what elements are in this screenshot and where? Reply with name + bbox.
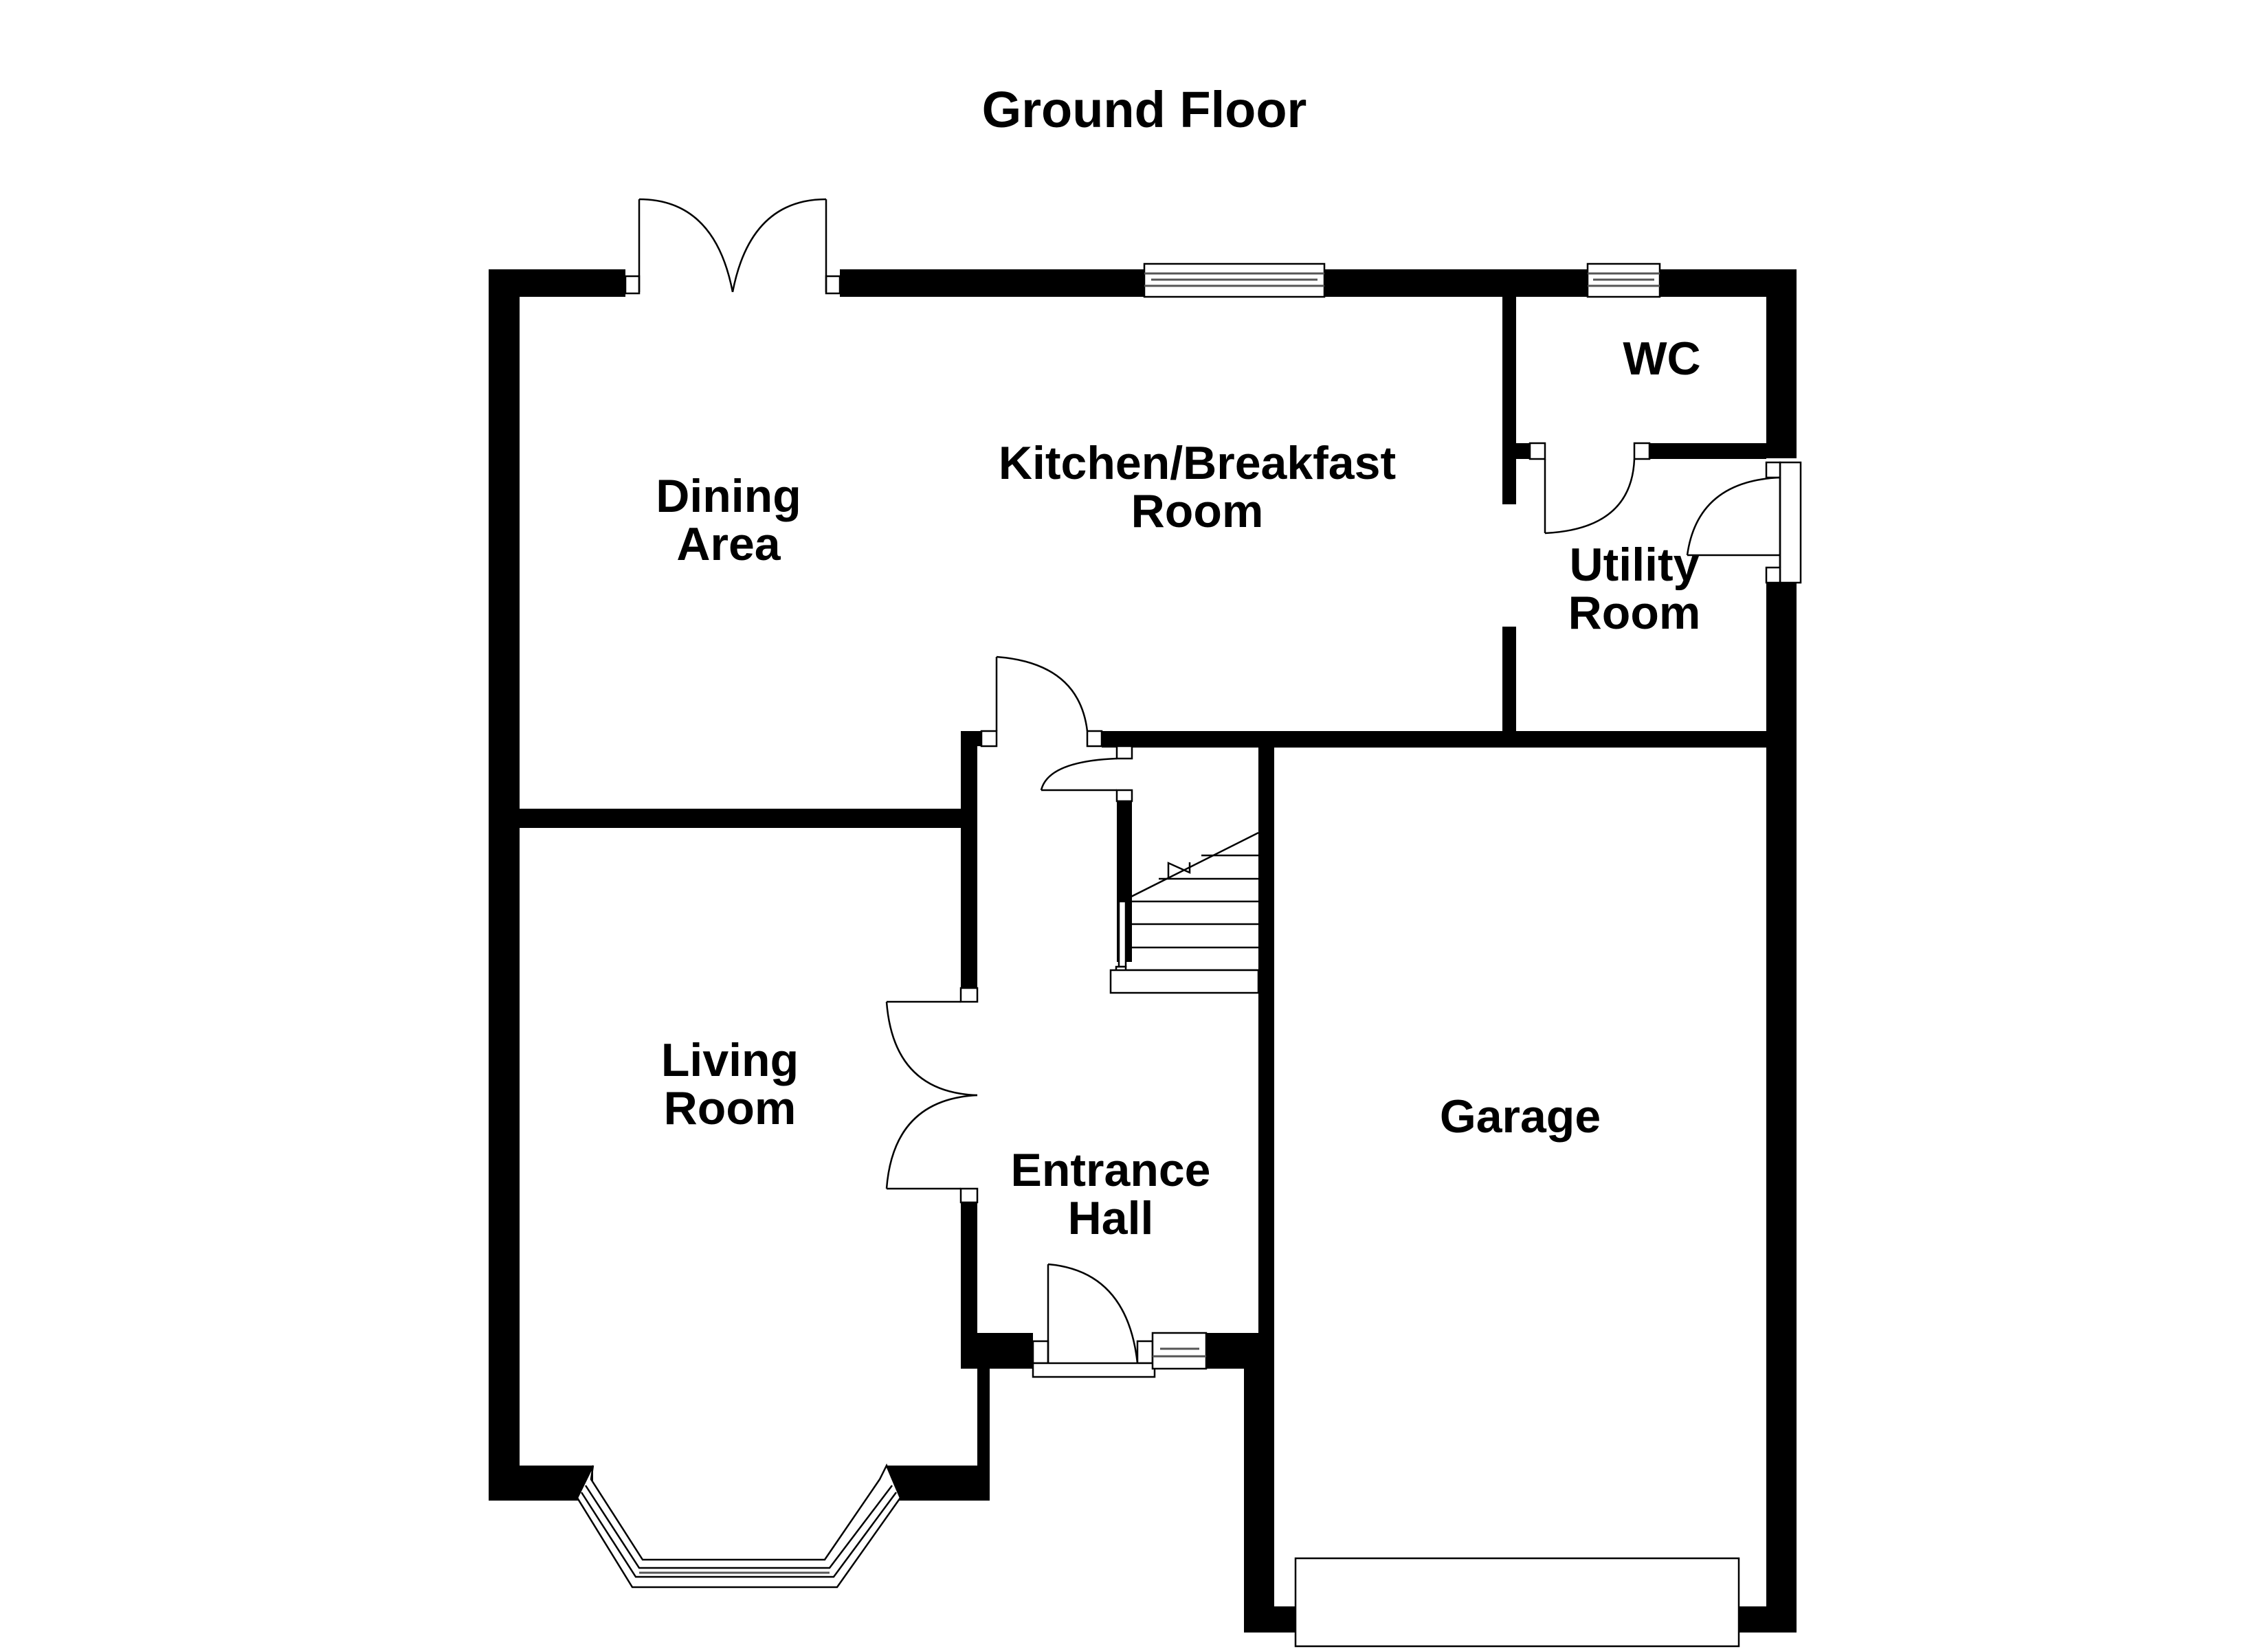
svg-text:Room: Room (1568, 587, 1701, 639)
svg-text:Room: Room (664, 1082, 797, 1134)
garage-door-icon (1294, 1557, 1740, 1648)
svg-text:Entrance: Entrance (1011, 1144, 1211, 1196)
svg-text:Dining: Dining (656, 470, 801, 522)
room-label-hall: Entrance Hall (1011, 1144, 1211, 1244)
under-stairs-door-icon (1040, 745, 1133, 803)
svg-text:Kitchen/Breakfast: Kitchen/Breakfast (999, 437, 1396, 489)
french-doors-icon (624, 198, 841, 295)
room-label-utility: Utility Room (1568, 539, 1701, 639)
room-label-kitchen: Kitchen/Breakfast Room (999, 437, 1396, 537)
room-label-garage: Garage (1440, 1090, 1601, 1143)
svg-text:Room: Room (1131, 485, 1264, 537)
living-double-doors-icon (885, 987, 979, 1204)
wc-window-icon (1586, 262, 1661, 298)
svg-text:Living: Living (661, 1034, 799, 1086)
svg-text:Area: Area (676, 518, 781, 570)
front-door-icon (1032, 1263, 1208, 1378)
utility-door-icon (1686, 461, 1802, 584)
svg-text:WC: WC (1623, 333, 1700, 385)
wc-door-icon (1528, 442, 1651, 535)
stairs-icon (1109, 831, 1260, 994)
svg-text:Garage: Garage (1440, 1090, 1601, 1143)
bay-window-icon (576, 1463, 902, 1589)
hall-kitchen-door-icon (980, 655, 1103, 748)
walls (489, 269, 1797, 1633)
room-label-wc: WC (1623, 333, 1700, 385)
svg-text:Utility: Utility (1570, 539, 1700, 591)
room-label-living: Living Room (661, 1034, 799, 1134)
svg-text:Hall: Hall (1068, 1192, 1154, 1244)
room-label-dining: Dining Area (656, 470, 801, 570)
plan-title: Ground Floor (982, 81, 1307, 138)
kitchen-window-icon (1143, 262, 1326, 298)
